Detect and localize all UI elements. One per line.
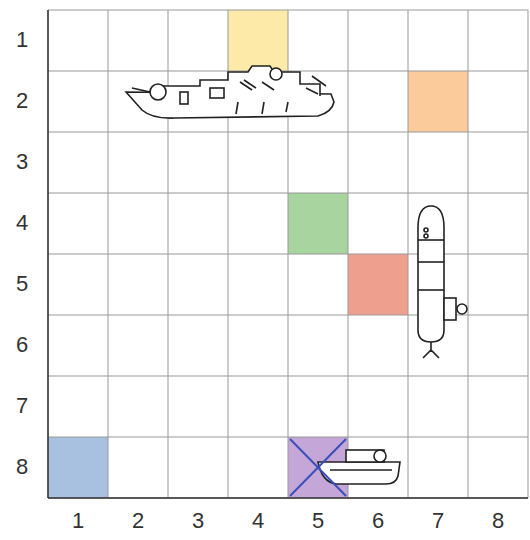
column-number: 4 bbox=[252, 510, 264, 532]
row-number: 1 bbox=[16, 29, 28, 51]
row-number: 7 bbox=[16, 395, 28, 417]
row-number: 4 bbox=[16, 212, 28, 234]
axis-line bbox=[48, 497, 528, 499]
row-number: 6 bbox=[16, 334, 28, 356]
column-number: 6 bbox=[372, 510, 384, 532]
column-number: 2 bbox=[132, 510, 144, 532]
blue-cell bbox=[48, 437, 108, 498]
row-number: 5 bbox=[16, 273, 28, 295]
row-number: 8 bbox=[16, 456, 28, 478]
grid-lines bbox=[48, 10, 528, 498]
column-number: 5 bbox=[312, 510, 324, 532]
red-cell bbox=[348, 254, 408, 315]
row-number: 2 bbox=[16, 90, 28, 112]
submarine bbox=[418, 206, 467, 358]
column-number: 1 bbox=[72, 510, 84, 532]
row-number: 3 bbox=[16, 151, 28, 173]
column-number: 3 bbox=[192, 510, 204, 532]
column-number: 7 bbox=[432, 510, 444, 532]
hit-cross bbox=[290, 439, 346, 496]
orange-cell bbox=[408, 71, 468, 132]
battleship bbox=[126, 66, 334, 118]
axis-line bbox=[47, 10, 49, 498]
column-number: 8 bbox=[492, 510, 504, 532]
green-cell bbox=[288, 193, 348, 254]
yellow-cell bbox=[228, 10, 288, 71]
